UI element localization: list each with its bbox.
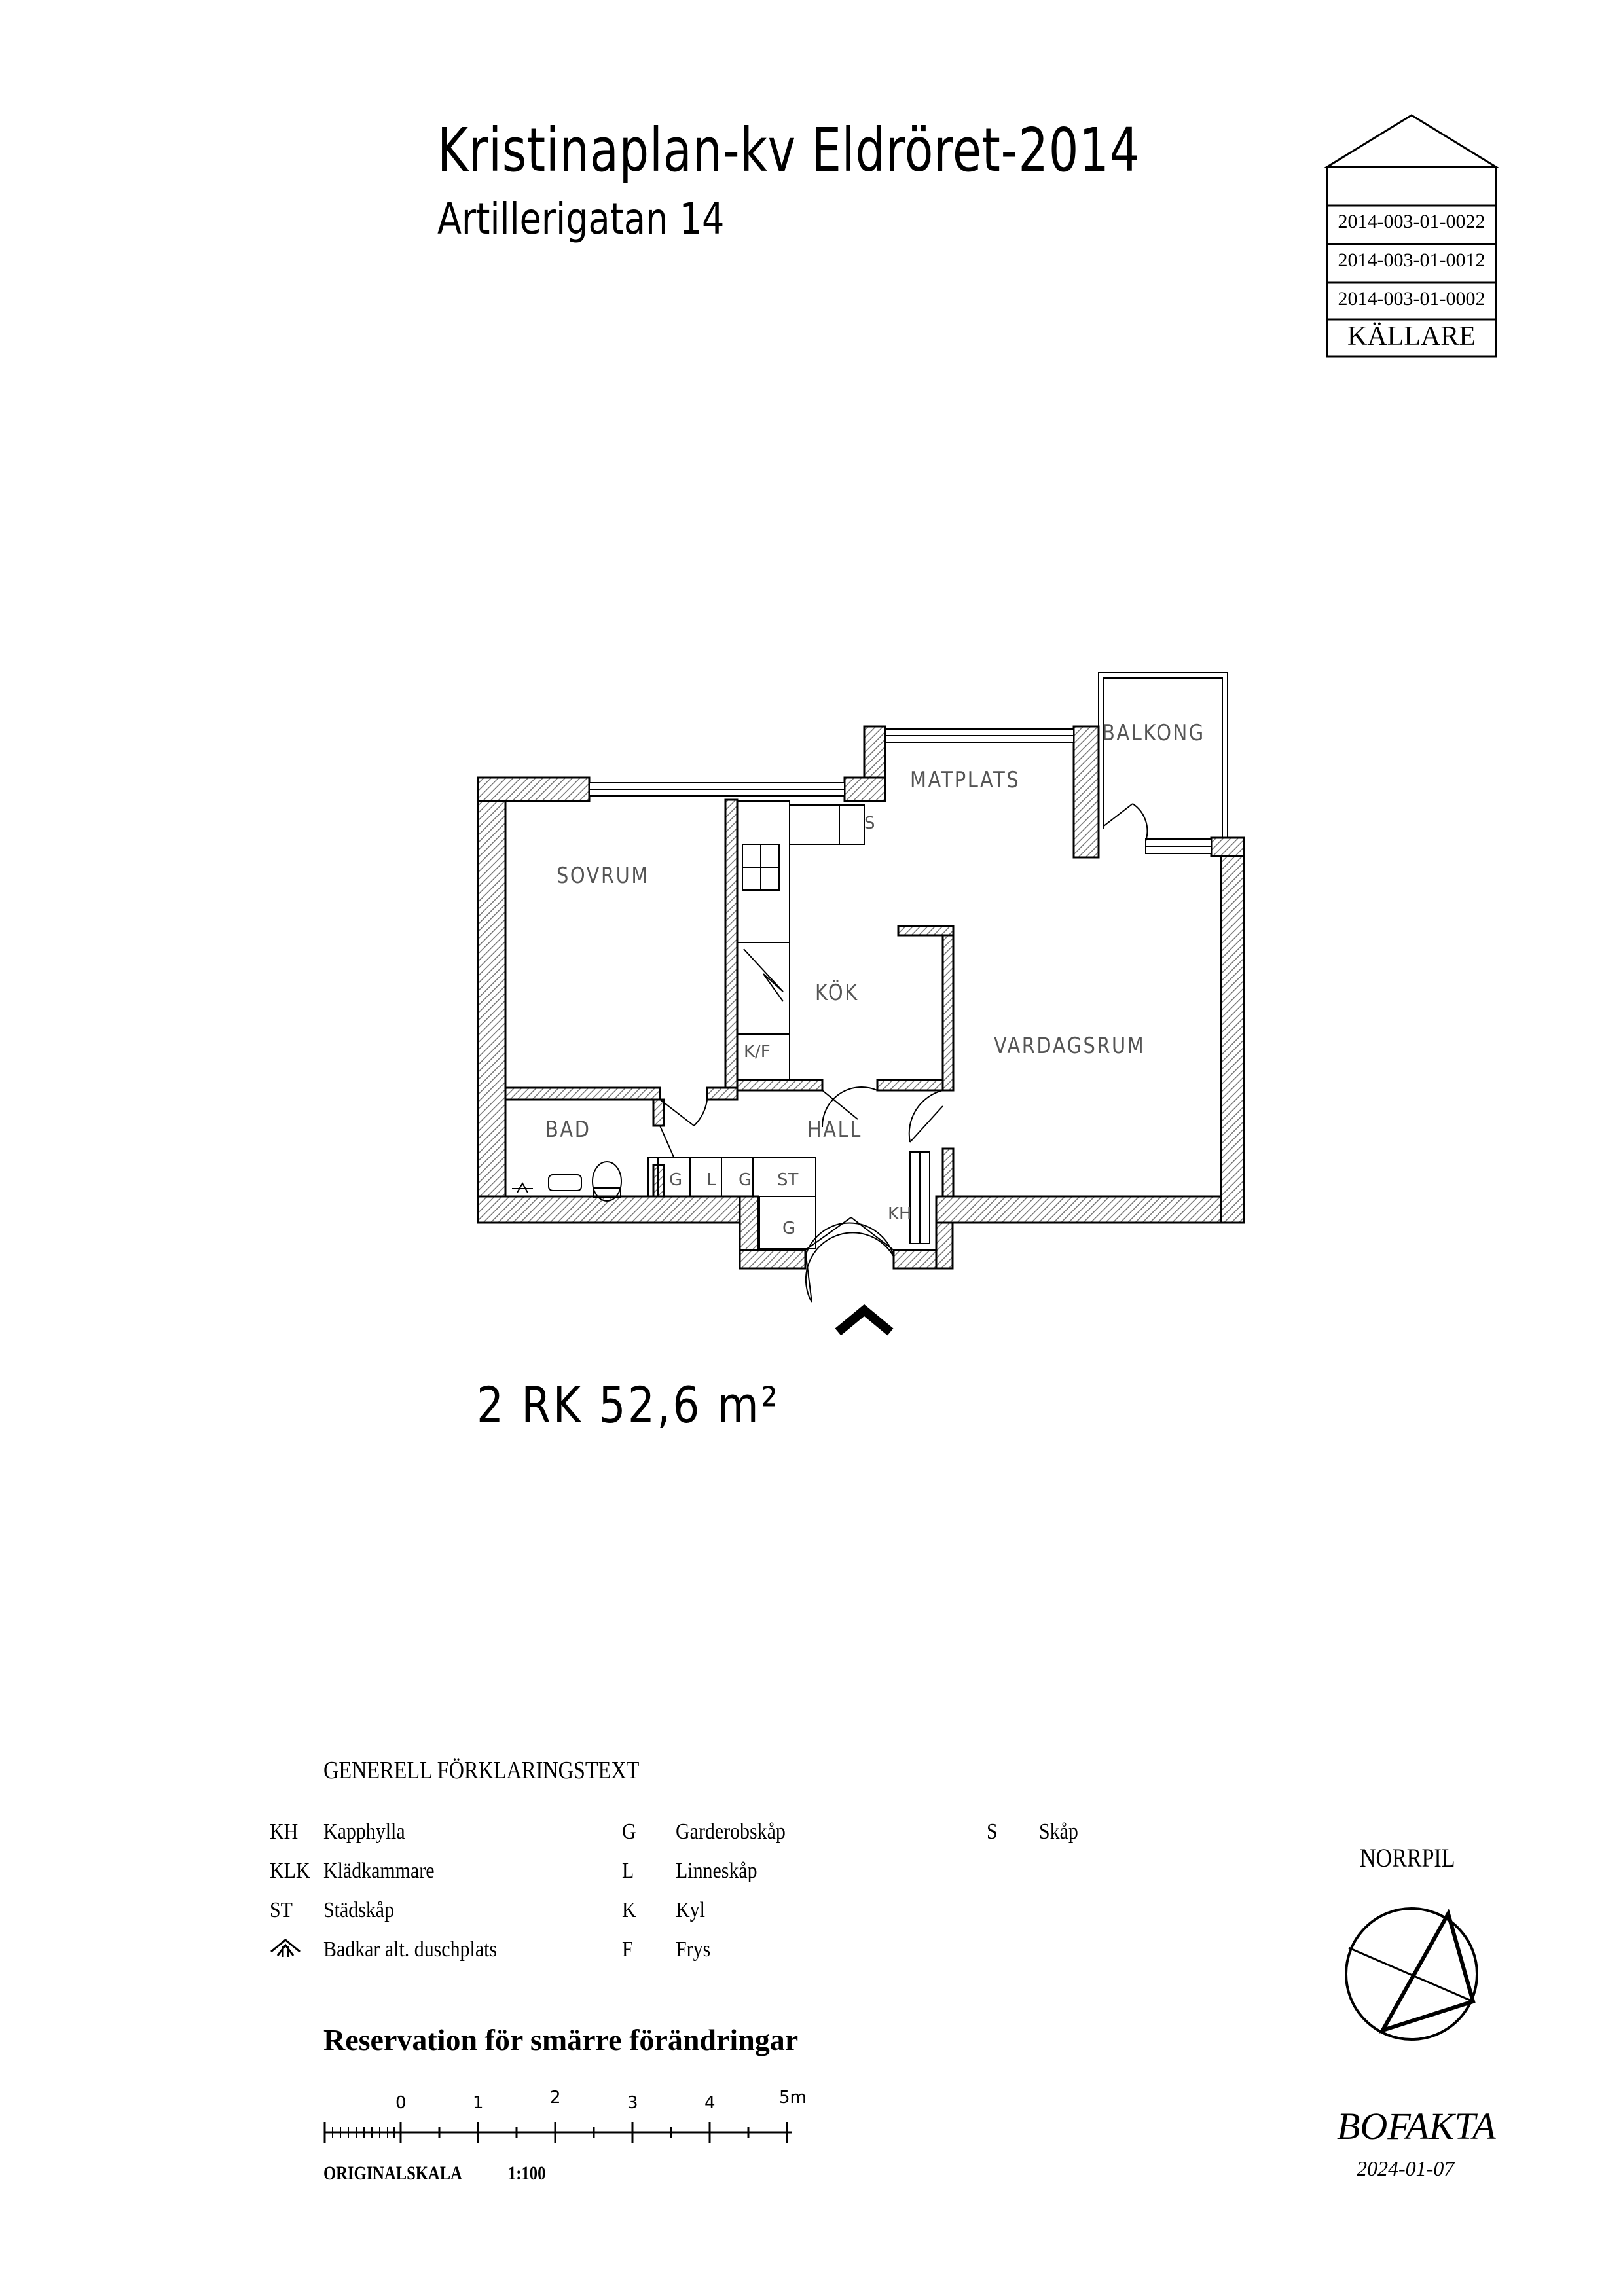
wall-bath-hall-top [706, 1086, 739, 1101]
plan-title: Kristinaplan-kv Eldröret-2014 [437, 115, 1140, 185]
fixture-label-g1: G [669, 1170, 683, 1190]
wall-balcony-pier [1072, 725, 1100, 859]
toilet-icon [592, 1161, 622, 1202]
scale-tick-4: 4 [704, 2093, 716, 2113]
legend-code-k: K [622, 1898, 636, 1922]
apartment-id-2: 2014-003-01-0012 [1338, 249, 1486, 271]
fixture-label-kh: KH [888, 1204, 912, 1224]
room-label-living: VARDAGSRUM [994, 1033, 1146, 1059]
legend-text-l: Linneskåp [676, 1859, 757, 1883]
north-arrow-icon [1345, 1907, 1478, 2041]
document-date: 2024-01-07 [1357, 2157, 1455, 2180]
wall-bedroom-bath [504, 1086, 661, 1101]
dishwasher-icon [743, 948, 784, 1002]
wall-kitchen-living [941, 925, 955, 1092]
scale-ratio: 1:100 [508, 2162, 546, 2184]
legend-text-bath: Badkar alt. duschplats [323, 1937, 498, 1962]
wall-east-top [1210, 836, 1245, 857]
legend-text-g: Garderobskåp [676, 1820, 786, 1844]
hall-wardrobes [647, 1151, 930, 1249]
wall-east [1220, 836, 1245, 1224]
apartment-area-summary: 2 RK 52,6 m² [477, 1376, 780, 1434]
fixture-label-kf: K/F [744, 1042, 771, 1062]
entrance-arrow-icon [835, 1304, 894, 1336]
wall-hall-living [941, 1147, 955, 1198]
wall-kitchen-south-left [736, 1079, 824, 1092]
legend-code-s: S [987, 1820, 998, 1844]
wall-bath-door-jamb [652, 1098, 665, 1127]
room-label-dining: MATPLATS [910, 767, 1021, 793]
brand-name: BOFAKTA [1337, 2105, 1496, 2147]
legend-text-s: Skåp [1039, 1820, 1078, 1844]
kitchen-counter [737, 800, 865, 1081]
legend-text-kh: Kapphylla [323, 1820, 405, 1844]
scale-tick-0: 0 [395, 2093, 407, 2113]
wall-south-right [935, 1195, 1245, 1224]
room-label-balcony: BALKONG [1102, 720, 1205, 746]
scale-tick-3: 3 [627, 2093, 638, 2113]
wall-kitchen-stub [897, 925, 955, 937]
sink-icon [548, 1174, 582, 1191]
legend-text-k: Kyl [676, 1898, 705, 1922]
floor-plan [477, 672, 1245, 1336]
north-arrow-label: NORRPIL [1360, 1843, 1455, 1873]
scale-tick-1: 1 [473, 2093, 484, 2113]
scale-bar [323, 2122, 792, 2143]
fixture-label-g3: G [782, 1219, 796, 1238]
legend-text-st: Städskåp [323, 1898, 395, 1922]
fixture-label-l: L [706, 1170, 716, 1190]
wall-south-left [477, 1195, 759, 1224]
fixture-label-st: ST [777, 1170, 799, 1190]
legend-code-g: G [622, 1820, 636, 1844]
bathroom-fixtures [512, 1161, 622, 1202]
floor-badge-house-icon [1323, 114, 1500, 358]
doors [659, 803, 1148, 1303]
scale-tick-2: 2 [550, 2088, 561, 2108]
wall-entry-left [739, 1249, 807, 1270]
legend-text-f: Frys [676, 1937, 711, 1962]
floor-name: KÄLLARE [1347, 321, 1476, 351]
wall-kitchen-south-right [876, 1079, 944, 1092]
wall-west [477, 776, 507, 1224]
plan-address: Artillerigatan 14 [437, 194, 725, 244]
apartment-id-3: 2014-003-01-0002 [1338, 288, 1486, 310]
bathtub-symbol-icon [270, 1939, 301, 1957]
apartment-id-1: 2014-003-01-0022 [1338, 211, 1486, 232]
shower-symbol-icon [512, 1181, 533, 1193]
balcony-outline [1098, 672, 1228, 838]
legend-heading: GENERELL FÖRKLARINGSTEXT [323, 1757, 640, 1784]
legend-code-kh: KH [270, 1820, 299, 1844]
legend-code-l: L [622, 1859, 634, 1883]
room-label-bedroom: SOVRUM [556, 863, 649, 889]
legend-code-klk: KLK [270, 1859, 310, 1883]
legend-code-f: F [622, 1937, 633, 1962]
wall-kitchen-north [843, 776, 886, 802]
legend-text-klk: Klädkammare [323, 1859, 435, 1883]
original-scale-label: ORIGINALSKALA [323, 2162, 462, 2184]
room-label-hall: HALL [807, 1117, 862, 1143]
legend-code-st: ST [270, 1898, 293, 1922]
room-label-kitchen: KÖK [815, 980, 859, 1006]
room-label-bathroom: BAD [545, 1117, 591, 1143]
scale-tick-5m: 5m [779, 2088, 807, 2108]
wall-north-bedroom-left [477, 776, 591, 802]
fixture-label-s: S [864, 814, 875, 833]
wall-bedroom-kitchen [724, 798, 739, 1089]
fixture-label-g2: G [739, 1170, 752, 1190]
reservation-note: Reservation för smärre förändringar [323, 2023, 799, 2056]
